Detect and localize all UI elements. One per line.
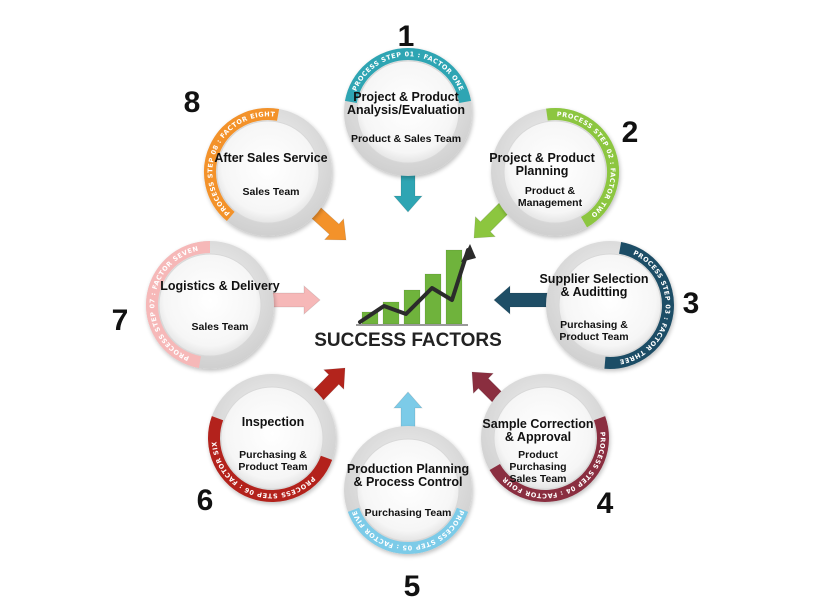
center-label: SUCCESS FACTORS	[314, 330, 502, 351]
step-2-color-arc	[546, 108, 619, 228]
step-3-team: Product Team	[559, 331, 628, 343]
center-success-chart: SUCCESS FACTORS	[314, 244, 502, 351]
step-3-arrow	[493, 285, 549, 315]
growth-bar-4	[424, 273, 442, 325]
bar-baseline	[356, 324, 468, 326]
step-3-team: Purchasing &	[560, 319, 628, 331]
step-4-team: Sales Team	[509, 473, 566, 485]
step-6-circle: PROCESS STEP 06 : FACTOR SIX	[208, 374, 336, 502]
step-5-circle: PROCESS STEP 05 : FACTOR FIVE	[344, 426, 472, 554]
step-5-number: 5	[404, 570, 421, 603]
step-2-circle: PROCESS STEP 02 : FACTOR TWO	[491, 108, 619, 236]
step-7-inner-disc	[158, 253, 262, 357]
step-7-arrow	[267, 285, 321, 315]
step-1-team: Product & Sales Team	[351, 133, 461, 145]
step-2-number: 2	[622, 116, 639, 149]
step-3-color-arc	[604, 241, 674, 369]
step-4-title: & Approval	[505, 430, 571, 444]
step-4-circle: PROCESS STEP 04 : FACTOR FOUR	[481, 374, 609, 502]
growth-bar-5	[445, 249, 463, 325]
step-4-color-arc	[489, 416, 609, 502]
step-6-team: Purchasing &	[239, 449, 307, 461]
step-8-team: Sales Team	[242, 186, 299, 198]
step-8-color-arc	[204, 108, 280, 222]
step-1-number: 1	[398, 20, 415, 53]
step-5-color-arc	[347, 507, 469, 554]
step-5-title: Production Planning	[347, 462, 469, 476]
step-6-team: Product Team	[238, 461, 307, 473]
step-2-team: Product &	[525, 185, 576, 197]
step-4-title: Sample Correction	[482, 417, 593, 431]
step-6-title: Inspection	[242, 415, 305, 429]
step-2-team: Management	[518, 197, 583, 209]
step-4-inner-disc	[493, 386, 597, 490]
step-3-title: & Auditting	[561, 285, 628, 299]
step-4-team: Product	[518, 449, 558, 461]
step-5-inner-disc	[356, 438, 460, 542]
step-6-number: 6	[197, 484, 214, 517]
step-7-number: 7	[112, 304, 129, 337]
step-2-title: Planning	[516, 164, 569, 178]
step-5-title: & Process Control	[353, 475, 462, 489]
step-4-team: Purchasing	[509, 461, 566, 473]
step-1-title: Project & Product	[353, 90, 459, 104]
step-2-inner-disc	[503, 120, 607, 224]
trend-arrow-head	[461, 244, 476, 262]
step-8-number: 8	[184, 86, 201, 119]
step-8-title: After Sales Service	[214, 151, 327, 165]
step-5-team: Purchasing Team	[365, 507, 452, 519]
step-3-circle: PROCESS STEP 03 : FACTOR THREE	[546, 241, 674, 369]
step-4-number: 4	[597, 487, 614, 520]
step-8-circle: PROCESS STEP 08 : FACTOR EIGHT	[204, 108, 332, 236]
step-3-title: Supplier Selection	[539, 272, 648, 286]
step-7-title: Logistics & Delivery	[160, 279, 280, 293]
step-6-inner-disc	[220, 386, 324, 490]
step-1-inner-disc	[356, 60, 460, 164]
step-1-color-arc	[344, 48, 472, 104]
step-3-number: 3	[683, 287, 700, 320]
step-7-circle: PROCESS STEP 07 : FACTOR SEVEN	[146, 241, 274, 369]
step-2-title: Project & Product	[489, 151, 595, 165]
step-7-color-arc	[146, 241, 211, 369]
step-1-title: Analysis/Evaluation	[347, 103, 465, 117]
growth-bars	[356, 249, 468, 326]
step-8-inner-disc	[216, 120, 320, 224]
trend-line	[358, 248, 470, 324]
step-6-color-arc	[208, 416, 333, 502]
step-7-team: Sales Team	[191, 321, 248, 333]
step-3-inner-disc	[558, 253, 662, 357]
